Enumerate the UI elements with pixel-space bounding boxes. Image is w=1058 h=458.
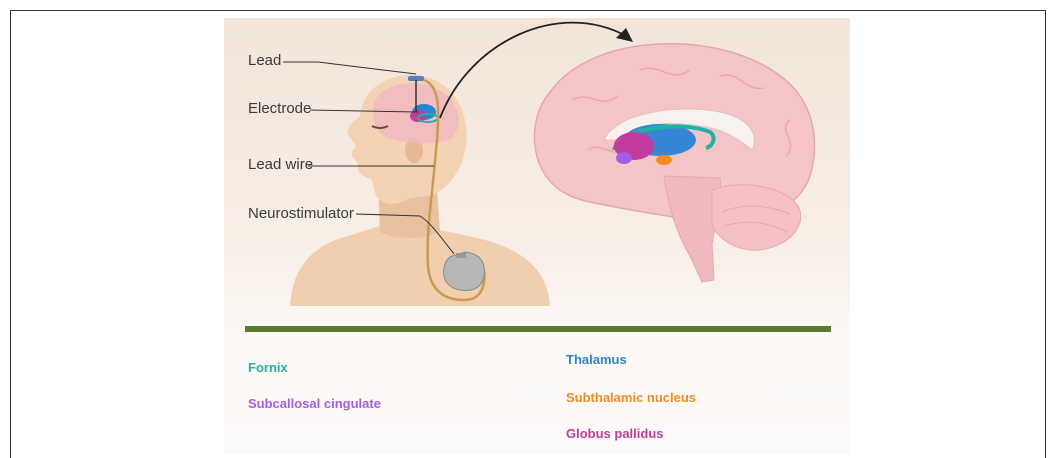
subthalamic-nucleus-shape [656,155,672,165]
label-lead-wire: Lead wire [248,156,313,173]
lead-leader [283,62,416,74]
label-electrode: Electrode [248,100,311,117]
legend-subthalamic-nucleus: Subthalamic nucleus [566,390,696,405]
legend-globus-pallidus: Globus pallidus [566,426,664,441]
torso-shape [290,226,550,306]
legend-fornix: Fornix [248,360,288,375]
label-lead: Lead [248,52,281,69]
arrow-head [616,28,633,42]
legend-thalamus: Thalamus [566,352,627,367]
neurostimulator-header [456,253,466,258]
subcallosal-cingulate-shape [616,152,632,164]
legend-subcallosal-cingulate: Subcallosal cingulate [248,396,381,411]
divider-bar [245,326,831,332]
label-neurostimulator: Neurostimulator [248,205,354,222]
